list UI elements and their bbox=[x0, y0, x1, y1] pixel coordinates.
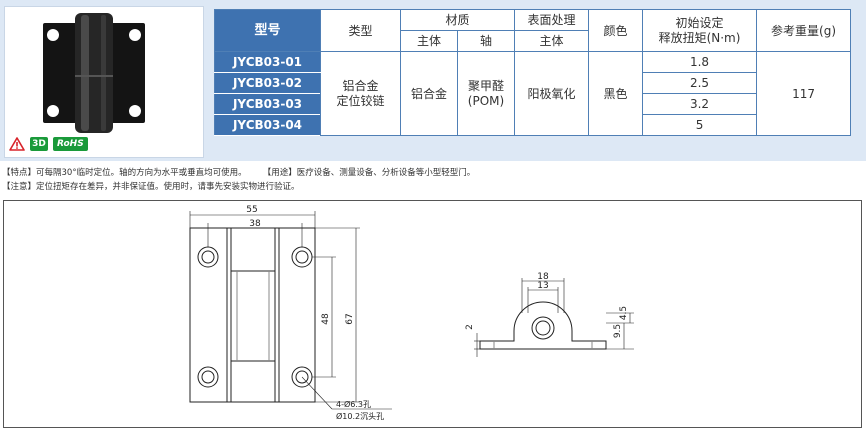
model-cell[interactable]: JYCB03-02 bbox=[214, 72, 321, 94]
model-cell[interactable]: JYCB03-03 bbox=[214, 93, 321, 115]
technical-drawing: 55 38 67 48 4-Ø6.3孔 Ø10.2沉头孔 18 bbox=[3, 200, 862, 428]
warning-icon bbox=[9, 137, 25, 151]
hole-note-1: 4-Ø6.3孔 bbox=[336, 399, 371, 409]
header-torque: 初始设定 释放扭矩(N·m) bbox=[642, 9, 758, 52]
body-material-cell: 铝合金 bbox=[400, 51, 458, 136]
header-weight: 参考重量(g) bbox=[756, 9, 852, 52]
drawing-canvas: 55 38 67 48 4-Ø6.3孔 Ø10.2沉头孔 18 bbox=[189, 205, 634, 421]
dim-side-b: 9.5 bbox=[613, 324, 623, 338]
front-view bbox=[189, 211, 392, 410]
header-type: 类型 bbox=[320, 9, 401, 52]
note-line-1: 【特点】可每隔30°临时定位。轴的方向为水平或垂直均可使用。 【用途】医疗设备、… bbox=[2, 166, 475, 178]
hinge-product-image bbox=[43, 13, 145, 133]
header-surface-body: 主体 bbox=[514, 30, 590, 52]
dim-side-inner: 13 bbox=[537, 281, 548, 291]
table-row: JYCB03-01 铝合金 定位铰链 铝合金 聚甲醛 (POM) 阳极氧化 黑色… bbox=[214, 51, 852, 136]
weight-cell: 117 bbox=[756, 51, 852, 136]
shaft-material-line1: 聚甲醛 bbox=[468, 78, 505, 93]
dim-hole-pitch-y: 48 bbox=[321, 313, 331, 325]
dim-side-c: 2 bbox=[465, 324, 475, 330]
torque-cell: 1.8 bbox=[642, 51, 758, 73]
usage-note: 【用途】医疗设备、测量设备、分析设备等小型轻型门。 bbox=[262, 168, 476, 178]
hole-note-2: Ø10.2沉头孔 bbox=[336, 411, 384, 421]
torque-cell: 5 bbox=[642, 114, 758, 136]
3d-badge[interactable]: 3D bbox=[30, 137, 48, 151]
feature-note: 【特点】可每隔30°临时定位。轴的方向为水平或垂直均可使用。 bbox=[2, 168, 247, 178]
header-torque-line2: 释放扭矩(N·m) bbox=[658, 30, 741, 45]
table-row: JYCB03-04 5 bbox=[214, 114, 851, 136]
color-cell: 黑色 bbox=[588, 51, 644, 136]
type-cell: 铝合金 定位铰链 bbox=[320, 51, 401, 136]
header-model: 型号 bbox=[214, 9, 321, 52]
dim-hole-pitch-x: 38 bbox=[249, 219, 261, 229]
shaft-material-line2: (POM) bbox=[467, 93, 505, 108]
type-line2: 定位铰链 bbox=[336, 93, 385, 108]
caution-note: 【注意】定位扭矩存在差异，并非保证值。使用时，请事先安装实物进行验证。 bbox=[2, 182, 300, 192]
header-material-body: 主体 bbox=[400, 30, 458, 52]
spec-table: 型号 类型 材质 表面处理 颜色 初始设定 释放扭矩(N·m) 参考重量(g) … bbox=[214, 9, 852, 136]
dim-side-a: 4.5 bbox=[619, 306, 629, 320]
product-image-panel: 3D RoHS bbox=[4, 6, 204, 158]
dim-side-width: 18 bbox=[537, 272, 549, 282]
side-view bbox=[474, 278, 634, 357]
surface-cell: 阳极氧化 bbox=[514, 51, 590, 136]
header-color: 颜色 bbox=[588, 9, 644, 52]
dim-height: 67 bbox=[345, 313, 355, 324]
rohs-badge: RoHS bbox=[53, 137, 88, 151]
torque-cell: 2.5 bbox=[642, 72, 758, 94]
header-material: 材质 bbox=[399, 9, 516, 31]
dim-width: 55 bbox=[246, 205, 257, 215]
shaft-material-cell: 聚甲醛 (POM) bbox=[456, 51, 516, 136]
model-cell[interactable]: JYCB03-04 bbox=[214, 114, 321, 136]
header-torque-line1: 初始设定 bbox=[675, 15, 724, 30]
torque-cell: 3.2 bbox=[642, 93, 758, 115]
header-surface: 表面处理 bbox=[514, 9, 590, 31]
model-cell[interactable]: JYCB03-01 bbox=[214, 51, 321, 73]
type-line1: 铝合金 bbox=[342, 78, 379, 93]
badge-row: 3D RoHS bbox=[9, 135, 88, 153]
header-material-shaft: 轴 bbox=[456, 30, 516, 52]
